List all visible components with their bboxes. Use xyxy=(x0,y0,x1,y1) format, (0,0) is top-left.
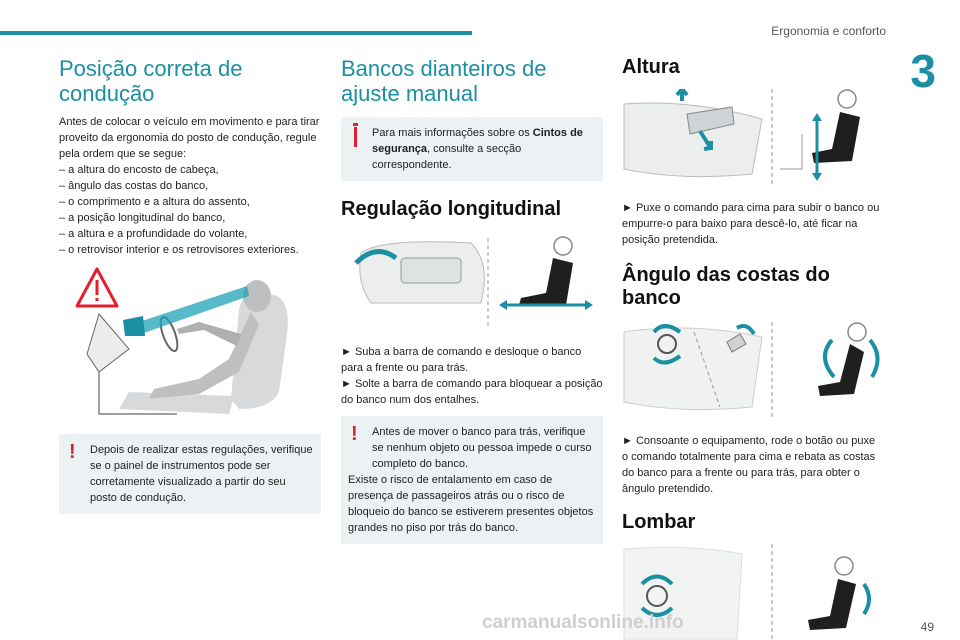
list-item: – ângulo das costas do banco, xyxy=(59,180,209,192)
watermark: carmanualsonline.info xyxy=(482,612,684,633)
warning-text: Depois de realizar estas regulações, ver… xyxy=(90,444,313,504)
backrest-angle-illustration xyxy=(623,322,880,417)
chapter-number: 3 xyxy=(910,45,936,97)
list-item: – a altura do encosto de cabeça, xyxy=(59,164,219,176)
lumbar-illustration xyxy=(623,544,871,640)
height-illustration xyxy=(623,89,860,184)
info-text: Para mais informações sobre os Cintos de… xyxy=(348,125,595,173)
longitudinal-illustration xyxy=(354,236,593,328)
list-item: – o comprimento e a altura do assento, xyxy=(59,196,250,208)
info-icon xyxy=(353,123,358,147)
list-item: – a posição longitudinal do banco, xyxy=(59,212,226,224)
driving-position-illustration xyxy=(75,267,288,415)
column-manual-seats: Bancos dianteiros de ajuste manual Para … xyxy=(341,56,603,544)
subtitle-longitudinal: Regulação longitudinal xyxy=(341,198,562,220)
info-text-pre: Para mais informações sobre os xyxy=(372,127,533,139)
section-title: Ergonomia e conforto xyxy=(771,24,886,38)
title-driving-position: Posição correta de condução xyxy=(59,56,243,106)
title-angulo: Ângulo das costas do banco xyxy=(622,264,830,309)
column-adjustments: Altura ► Puxe o comando para cima para s… xyxy=(622,56,884,640)
step-release-bar: ► Solte a barra de comando para bloquear… xyxy=(341,378,603,406)
header-accent-bar xyxy=(0,31,472,35)
info-box-seatbelts: Para mais informações sobre os Cintos de… xyxy=(341,117,603,181)
adjustment-list: – a altura do encosto de cabeça, – ângul… xyxy=(59,162,321,258)
warning-text-1: Antes de mover o banco para trás, verifi… xyxy=(372,426,592,470)
warning-text-2: Existe o risco de entalamento em caso de… xyxy=(348,474,594,534)
info-text-post: , consulte a secção correspondente. xyxy=(372,143,522,171)
warning-box-dashboard: ! Depois de realizar estas regulações, v… xyxy=(59,434,321,514)
list-item: – a altura e a profundidade do volante, xyxy=(59,228,248,240)
column-driving-position: Posição correta de condução Antes de col… xyxy=(59,56,321,514)
info-link-seatbelts: Cintos de segurança xyxy=(372,127,583,155)
title-altura: Altura xyxy=(622,56,680,78)
warning-triangle-icon xyxy=(75,267,119,308)
title-lombar: Lombar xyxy=(622,511,696,533)
warning-box-seat: ! Antes de mover o banco para trás, veri… xyxy=(341,416,603,544)
page-number: 49 xyxy=(920,620,934,634)
angulo-instruction: ► Consoante o equipamento, rode o botão … xyxy=(622,435,876,495)
warning-exclamation-icon: ! xyxy=(351,423,358,445)
list-item: – o retrovisor interior e os retrovisore… xyxy=(59,244,299,256)
title-manual-seats: Bancos dianteiros de ajuste manual xyxy=(341,56,547,106)
intro-paragraph: Antes de colocar o veículo em movimento … xyxy=(59,116,320,160)
step-raise-bar: ► Suba a barra de comando e desloque o b… xyxy=(341,346,582,374)
warning-exclamation-icon: ! xyxy=(69,441,76,463)
altura-instruction: ► Puxe o comando para cima para subir o … xyxy=(622,202,880,246)
